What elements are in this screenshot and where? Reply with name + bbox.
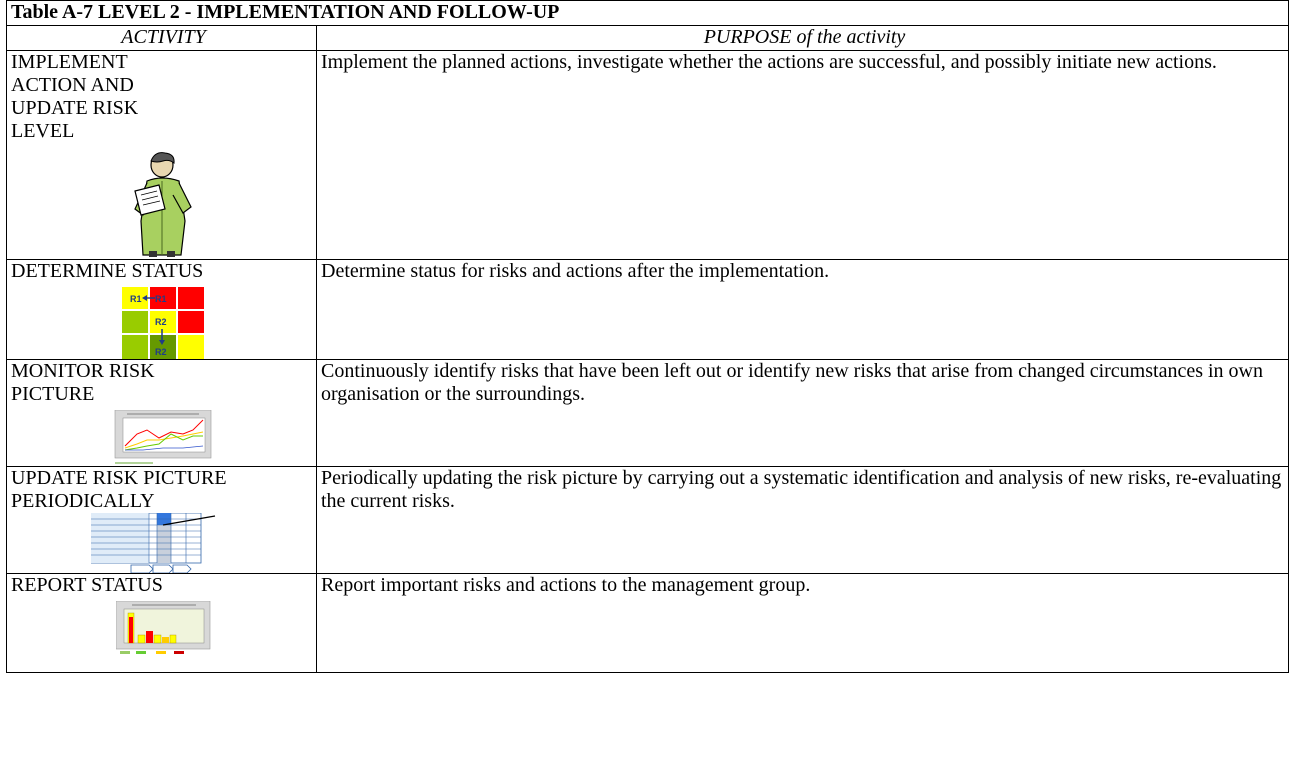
activity-cell: IMPLEMENT ACTION AND UPDATE RISK LEVEL <box>6 50 317 260</box>
activity-cell: MONITOR RISK PICTURE <box>6 359 317 467</box>
activity-cell: UPDATE RISK PICTURE PERIODICALLY <box>6 466 317 574</box>
risk-table-thumbnail-icon <box>91 513 216 573</box>
activity-label: DETERMINE STATUS <box>11 260 204 282</box>
matrix-label: R2 <box>155 317 167 327</box>
bar-chart-thumbnail-icon <box>115 601 210 654</box>
activity-cell: DETERMINE STATUS R1 R1 R2 R2 <box>6 259 317 360</box>
purpose-cell: Implement the planned actions, investiga… <box>315 50 1290 260</box>
activity-cell: REPORT STATUS <box>6 573 317 673</box>
activity-label: MONITOR RISK PICTURE <box>11 360 155 405</box>
activity-table: Table A-7 LEVEL 2 - IMPLEMENTATION AND F… <box>5 0 1290 673</box>
purpose-cell: Determine status for risks and actions a… <box>315 259 1290 360</box>
matrix-label: R2 <box>155 347 167 357</box>
activity-label: REPORT STATUS <box>11 574 163 596</box>
table-row: REPORT STATUS Report important risks and… <box>6 573 1290 673</box>
table-row: IMPLEMENT ACTION AND UPDATE RISK LEVEL <box>6 50 1290 260</box>
purpose-cell: Continuously identify risks that have be… <box>315 359 1290 467</box>
purpose-cell: Report important risks and actions to th… <box>315 573 1290 673</box>
line-chart-thumbnail-icon <box>114 410 211 464</box>
risk-matrix-icon: R1 R1 R2 R2 <box>121 287 204 359</box>
activity-label: UPDATE RISK PICTURE PERIODICALLY <box>11 467 227 512</box>
table-row: UPDATE RISK PICTURE PERIODICALLY <box>6 466 1290 574</box>
table-row: DETERMINE STATUS R1 R1 R2 R2 <box>6 259 1290 360</box>
matrix-label: R1 <box>155 294 167 304</box>
activity-label: IMPLEMENT ACTION AND UPDATE RISK LEVEL <box>11 51 139 142</box>
matrix-label: R1 <box>130 294 142 304</box>
table-title: Table A-7 LEVEL 2 - IMPLEMENTATION AND F… <box>5 0 1290 26</box>
column-header-activity: ACTIVITY <box>6 25 317 51</box>
person-reading-icon <box>133 152 192 257</box>
purpose-cell: Periodically updating the risk picture b… <box>315 466 1290 574</box>
column-header-purpose: PURPOSE of the activity <box>315 25 1290 51</box>
table-row: MONITOR RISK PICTURE Continuously identi… <box>6 359 1290 467</box>
